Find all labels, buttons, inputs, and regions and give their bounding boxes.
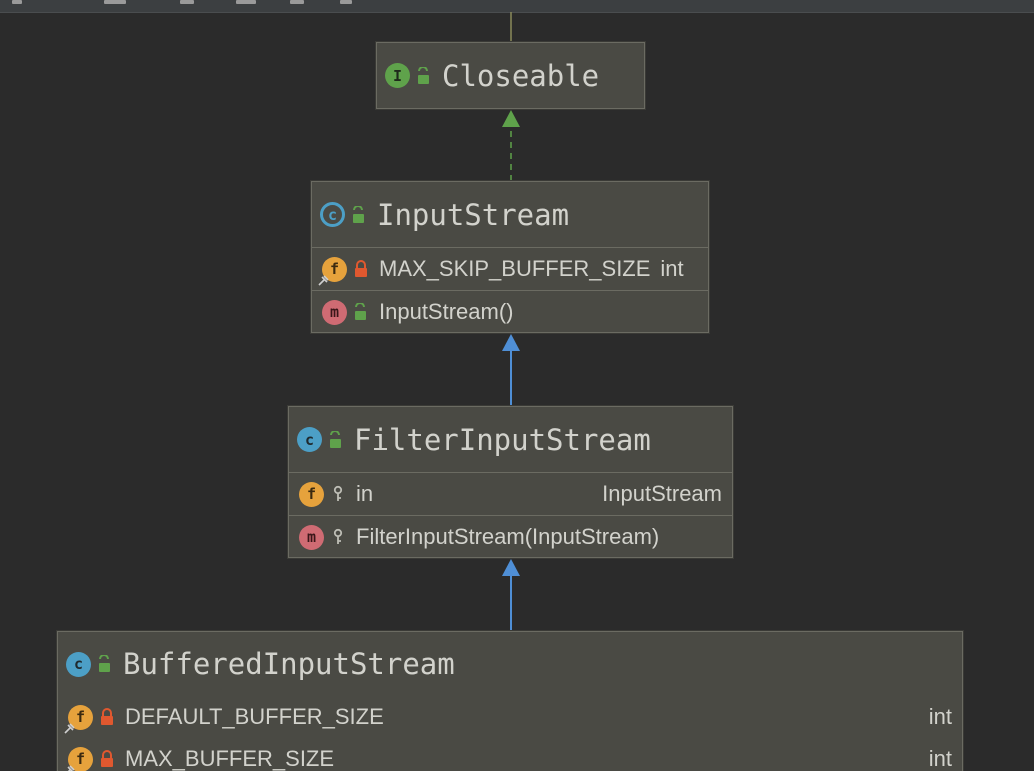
interface-icon: I bbox=[385, 63, 410, 88]
public-lock-icon bbox=[418, 66, 429, 84]
closeable-node[interactable]: I Closeable bbox=[376, 42, 645, 109]
node-title: Closeable bbox=[442, 58, 600, 93]
node-header: c InputStream bbox=[312, 182, 708, 247]
private-lock-icon bbox=[355, 260, 367, 277]
fields-section: f DEFAULT_BUFFER_SIZE int f bbox=[58, 696, 962, 771]
public-lock-icon bbox=[355, 303, 366, 320]
protected-key-icon bbox=[333, 528, 343, 544]
edge-inputstream-realizes-closeable[interactable] bbox=[502, 110, 520, 181]
field-row[interactable]: f MAX_BUFFER_SIZE int bbox=[58, 738, 962, 771]
field-icon: f bbox=[318, 256, 347, 286]
toolbar-icon[interactable] bbox=[290, 0, 304, 4]
node-title: InputStream bbox=[377, 197, 570, 232]
public-lock-icon bbox=[353, 205, 364, 223]
field-icon: f bbox=[299, 481, 324, 507]
toolbar-icon[interactable] bbox=[104, 0, 126, 4]
diagram-toolbar bbox=[0, 0, 1034, 13]
method-row[interactable]: m InputStream() bbox=[312, 291, 708, 333]
static-pin-icon bbox=[67, 764, 75, 771]
field-row[interactable]: f MAX_SKIP_BUFFER_SIZE int bbox=[312, 248, 708, 290]
fields-section: f in InputStream bbox=[289, 472, 732, 515]
node-header: I Closeable bbox=[377, 43, 644, 108]
field-icon: f bbox=[64, 704, 93, 734]
methods-section: m FilterInputStream(InputStream) bbox=[289, 515, 732, 558]
field-icon: f bbox=[67, 746, 93, 771]
field-name: MAX_BUFFER_SIZE bbox=[125, 746, 335, 771]
public-lock-icon bbox=[99, 655, 110, 672]
static-pin-icon bbox=[318, 274, 329, 286]
private-lock-icon bbox=[101, 708, 113, 725]
public-lock-icon bbox=[330, 430, 341, 448]
node-header: c FilterInputStream bbox=[289, 407, 732, 472]
field-name: DEFAULT_BUFFER_SIZE bbox=[125, 704, 384, 729]
fields-section: f MAX_SKIP_BUFFER_SIZE int bbox=[312, 247, 708, 290]
method-icon: m bbox=[322, 299, 347, 325]
method-signature: FilterInputStream(InputStream) bbox=[356, 524, 660, 549]
abstract-class-icon: c bbox=[320, 202, 345, 227]
edge-filterinputstream-extends-inputstream[interactable] bbox=[502, 334, 520, 406]
field-name: in bbox=[356, 481, 374, 506]
protected-key-icon bbox=[333, 485, 343, 501]
private-lock-icon bbox=[101, 750, 113, 767]
method-signature: InputStream() bbox=[379, 299, 514, 324]
static-pin-icon bbox=[64, 722, 75, 734]
field-type: int bbox=[660, 256, 684, 281]
field-type: int bbox=[928, 704, 952, 729]
toolbar-icon[interactable] bbox=[12, 0, 22, 4]
toolbar-icon[interactable] bbox=[340, 0, 352, 4]
field-name: MAX_SKIP_BUFFER_SIZE bbox=[379, 256, 651, 281]
node-title: BufferedInputStream bbox=[123, 647, 455, 681]
method-row[interactable]: m FilterInputStream(InputStream) bbox=[289, 516, 732, 558]
method-icon: m bbox=[299, 524, 324, 550]
node-title: FilterInputStream bbox=[354, 422, 651, 457]
edge-bufferedinputstream-extends-filterinputstream[interactable] bbox=[502, 559, 520, 631]
toolbar-icon[interactable] bbox=[236, 0, 256, 4]
field-row[interactable]: f in InputStream bbox=[289, 473, 732, 515]
inputstream-node[interactable]: c InputStream f MAX_SKIP_BUFFER_SI bbox=[311, 181, 709, 333]
class-icon: c bbox=[66, 651, 91, 677]
methods-section: m InputStream() bbox=[312, 290, 708, 333]
bufferedinputstream-node[interactable]: c BufferedInputStream f DEFAULT_BU bbox=[57, 631, 963, 771]
toolbar-icon[interactable] bbox=[180, 0, 194, 4]
field-type: InputStream bbox=[602, 481, 722, 506]
filterinputstream-node[interactable]: c FilterInputStream f in InputStream m bbox=[288, 406, 733, 558]
field-type: int bbox=[928, 746, 952, 771]
node-header: c BufferedInputStream bbox=[58, 632, 962, 696]
field-row[interactable]: f DEFAULT_BUFFER_SIZE int bbox=[58, 696, 962, 738]
class-icon: c bbox=[297, 427, 322, 452]
